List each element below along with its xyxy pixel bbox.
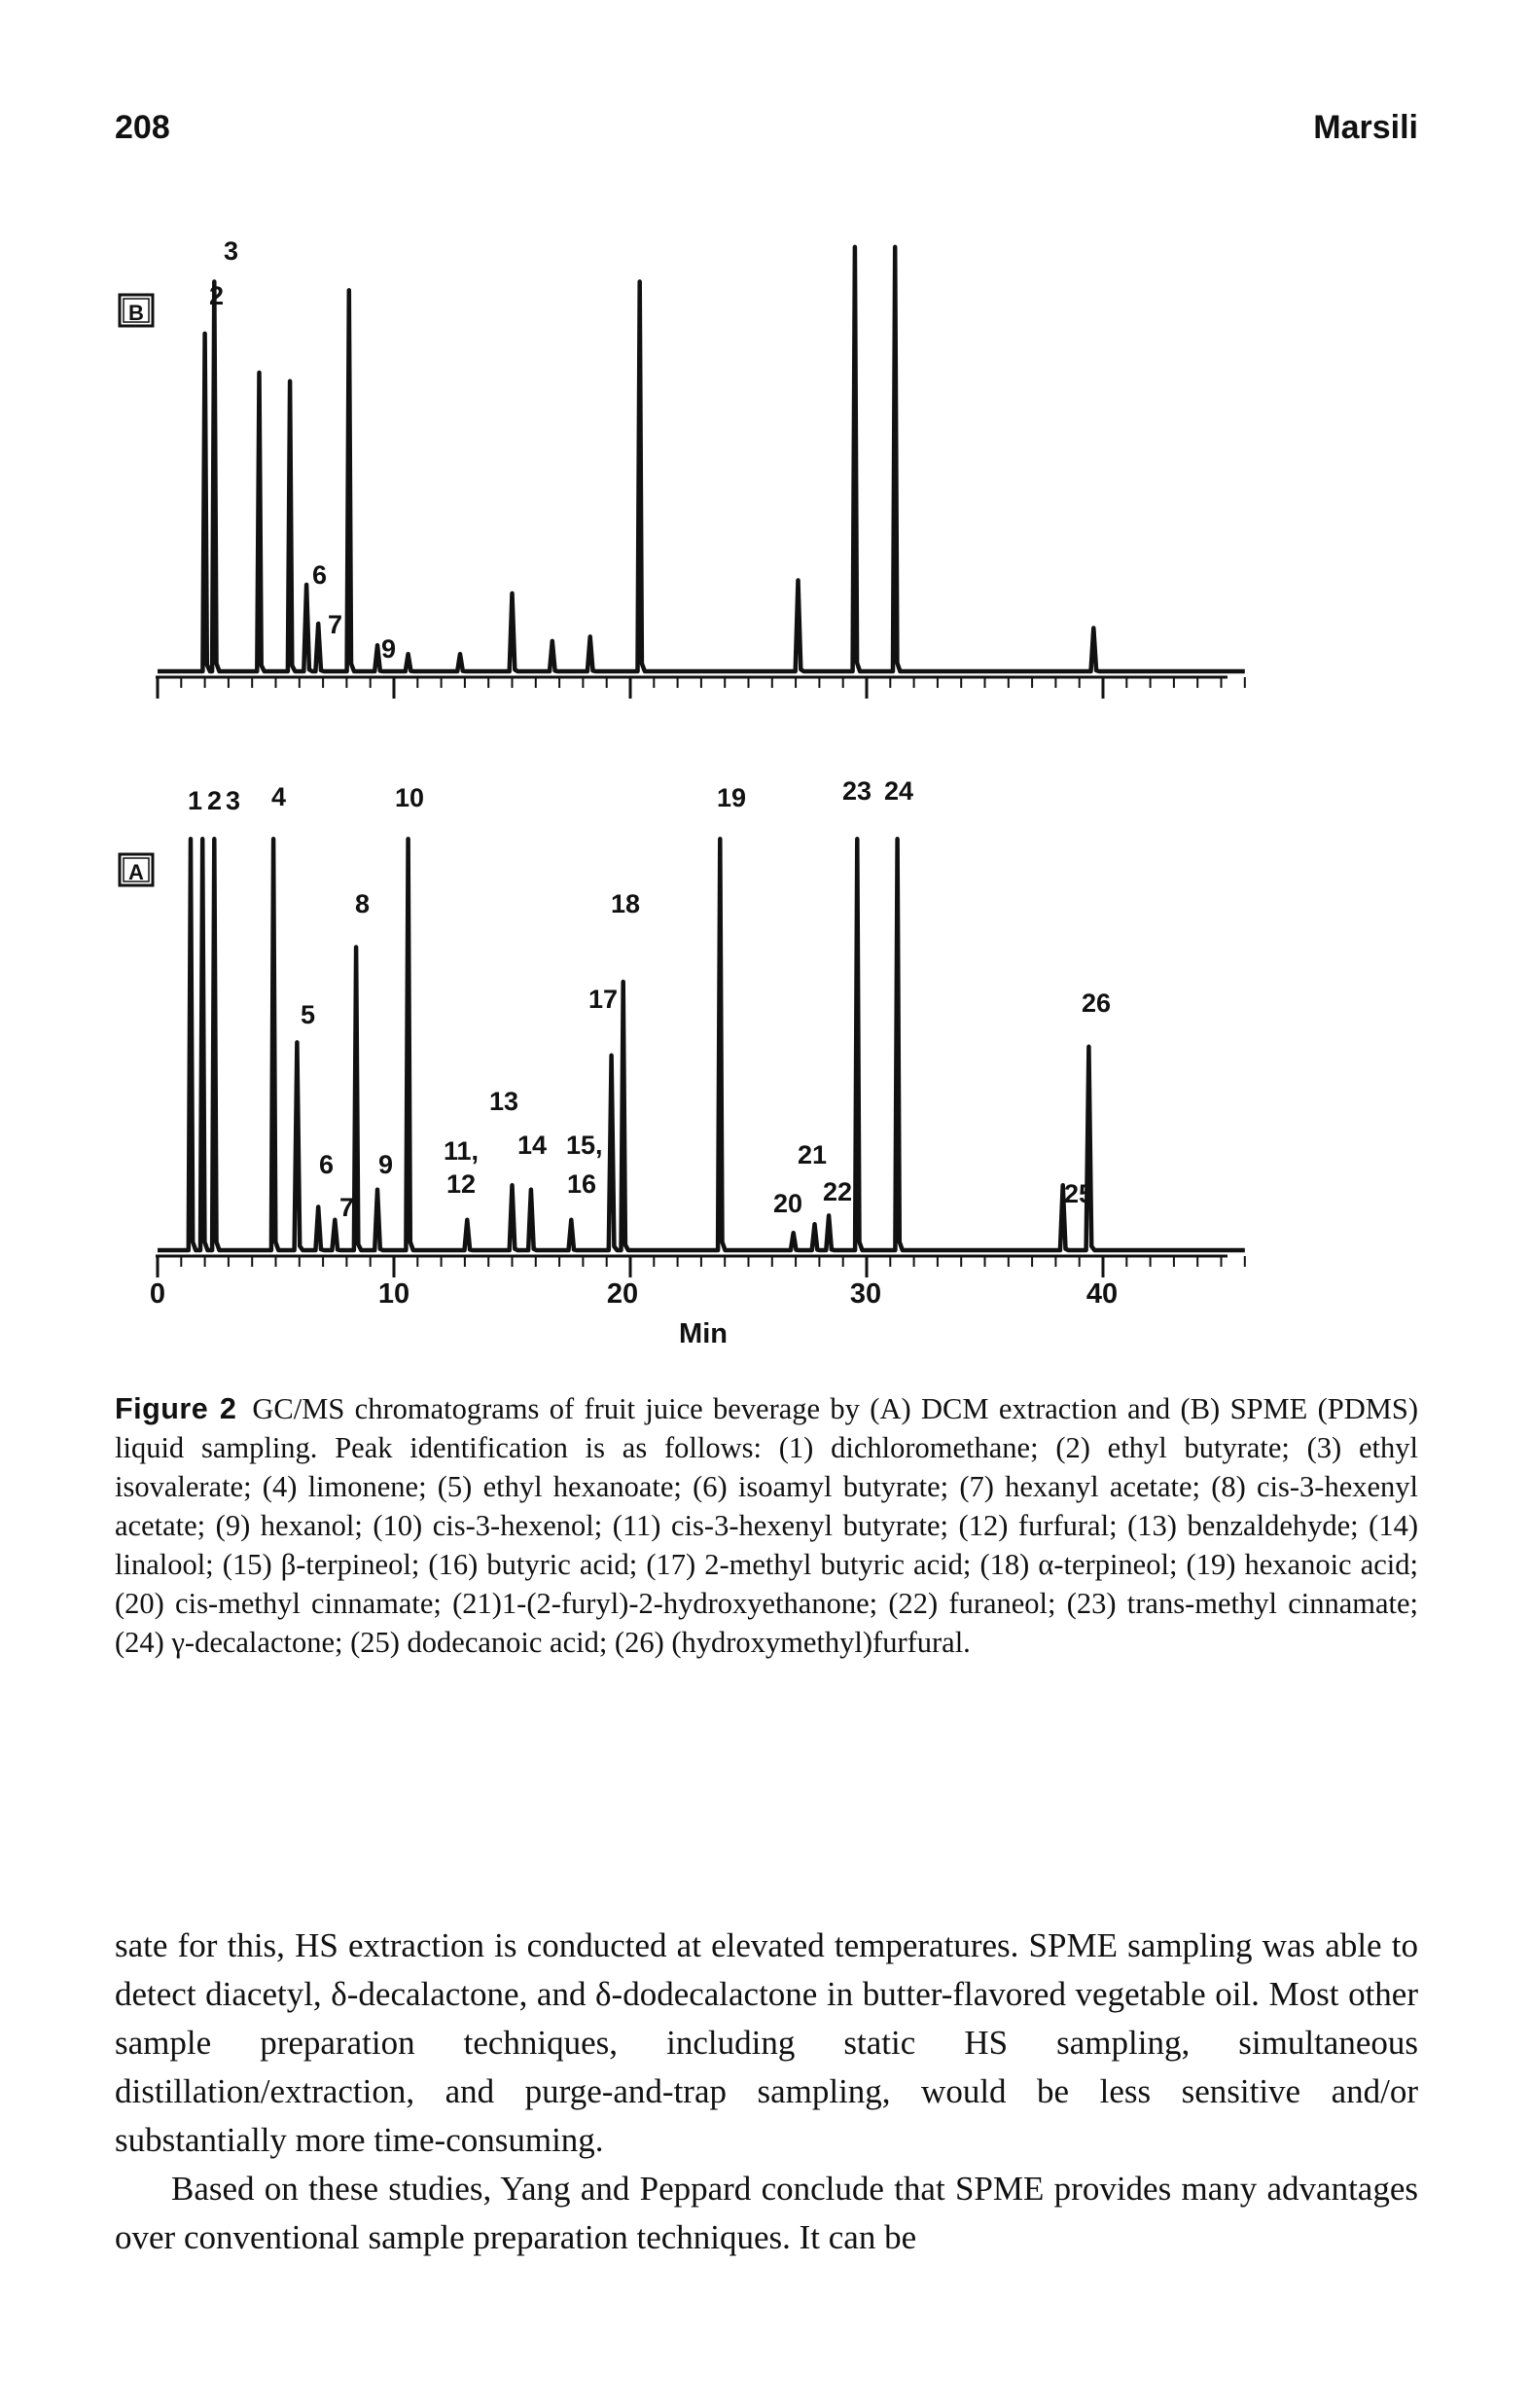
peak-label-a-9: 9 [378,1150,393,1179]
peak-label-a-26: 26 [1082,988,1111,1018]
panel-a-trace [158,837,1245,1253]
x-axis-labels: 0 10 20 30 40 Min [150,1278,1118,1349]
peak-label-a-21: 21 [798,1140,827,1169]
running-author: Marsili [1313,109,1418,146]
peak-label-a-24: 24 [884,776,913,806]
panel-b-label-box: B [118,293,155,328]
peak-label-b-2: 2 [209,281,224,310]
peak-label-a-3: 3 [226,786,240,815]
peak-label-b-3: 3 [224,236,238,266]
peak-label-a-6: 6 [319,1150,334,1179]
x-tick-label-10: 10 [378,1278,409,1310]
panel-a-peak-labels: 1 2 3 4 5 6 7 8 9 10 11, 12 13 14 15, 16… [188,776,1111,1222]
peak-label-b-9: 9 [381,634,396,664]
panel-b-trace [158,244,1245,674]
chromatogram-figure: B A 2 3 6 7 9 1 2 3 4 5 6 7 8 9 10 11, 1… [118,236,1246,1349]
page-number: 208 [115,109,170,146]
panel-b-peak-labels: 2 3 6 7 9 [209,236,396,664]
peak-label-a-10: 10 [395,783,424,812]
peak-label-a-2: 2 [207,786,222,815]
panel-b-chromatogram [156,244,1246,699]
x-tick-label-20: 20 [607,1278,638,1310]
peak-label-a-25: 25 [1064,1179,1093,1208]
peak-label-a-23: 23 [842,776,872,806]
peak-label-a-18: 18 [611,889,640,918]
peak-label-a-16: 16 [567,1169,596,1199]
figure-caption-label: Figure 2 [115,1392,237,1425]
peak-label-a-11: 11, [444,1136,479,1166]
figure-caption-text: GC/MS chromatograms of fruit juice bever… [115,1392,1418,1659]
peak-label-b-6: 6 [312,560,327,590]
running-head: 208 Marsili [115,109,1418,158]
panel-a-chromatogram [156,837,1246,1277]
peak-label-a-19: 19 [717,783,746,812]
body-paragraph-1: sate for this, HS extraction is conducte… [115,1926,1418,2159]
x-axis-title: Min [679,1318,728,1349]
peak-label-a-13: 13 [489,1087,518,1116]
peak-label-a-12: 12 [446,1169,476,1199]
body-paragraph-2: Based on these studies, Yang and Peppard… [115,2170,1418,2256]
peak-label-a-1: 1 [188,786,202,815]
panel-a-ticks [156,1256,1246,1277]
peak-label-a-4: 4 [271,782,286,811]
peak-label-a-14: 14 [517,1131,547,1160]
peak-label-a-15: 15, [566,1131,603,1160]
x-tick-label-0: 0 [150,1278,165,1310]
panel-a-label-box: A [118,852,155,887]
x-tick-label-30: 30 [850,1278,881,1310]
panel-a-label: A [128,860,144,884]
peak-label-a-5: 5 [301,1000,315,1029]
peak-label-a-17: 17 [588,985,618,1014]
peak-label-a-22: 22 [823,1177,852,1206]
peak-label-a-8: 8 [355,889,370,918]
x-tick-label-40: 40 [1086,1278,1118,1310]
peak-label-a-20: 20 [773,1189,802,1218]
peak-label-b-7: 7 [328,610,342,639]
panel-b-label: B [128,301,144,325]
panel-b-ticks [156,677,1246,699]
peak-label-a-7: 7 [339,1193,354,1222]
